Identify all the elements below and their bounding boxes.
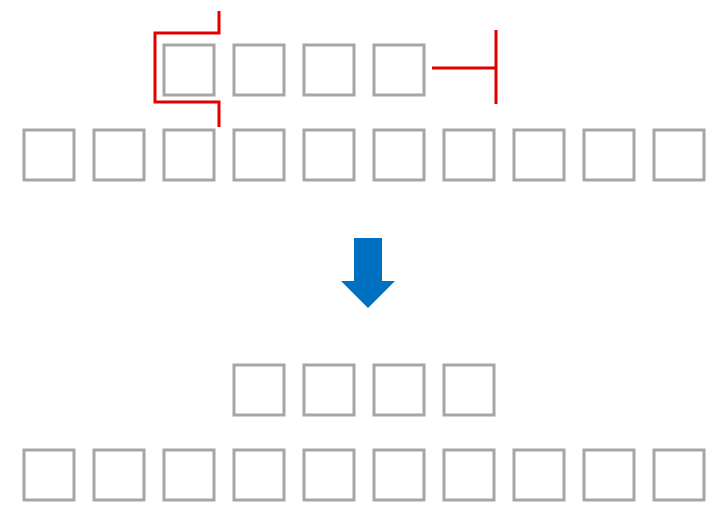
after-bottom-cell [372, 448, 426, 502]
after-top-cell [302, 363, 356, 417]
before-bottom-cell [652, 128, 706, 182]
after-bottom-cell [22, 448, 76, 502]
after-bottom-cell [512, 448, 566, 502]
after-bottom-cell [92, 448, 146, 502]
before-bottom-cell [302, 128, 356, 182]
before-bottom-cell [442, 128, 496, 182]
before-top-cell [372, 43, 426, 97]
before-bottom-cell [512, 128, 566, 182]
after-bottom-cell [302, 448, 356, 502]
before-bottom-cell [372, 128, 426, 182]
down-arrow-icon [341, 238, 395, 308]
left-bracket-path [153, 11, 221, 127]
before-bottom-cell [162, 128, 216, 182]
before-bottom-cell [232, 128, 286, 182]
before-bottom-row [22, 128, 706, 182]
before-bottom-cell [582, 128, 636, 182]
after-bottom-row [22, 448, 706, 502]
right-end-marker [432, 30, 498, 104]
after-top-cell [372, 363, 426, 417]
after-bottom-cell [232, 448, 286, 502]
before-bottom-cell [22, 128, 76, 182]
before-top-cell [302, 43, 356, 97]
after-top-cell [442, 363, 496, 417]
after-top-row [232, 363, 496, 417]
left-bracket-marker [153, 11, 221, 127]
after-bottom-cell [162, 448, 216, 502]
before-top-row [162, 43, 426, 97]
after-top-cell [232, 363, 286, 417]
after-bottom-cell [582, 448, 636, 502]
after-bottom-cell [442, 448, 496, 502]
after-bottom-cell [652, 448, 706, 502]
before-bottom-cell [92, 128, 146, 182]
before-top-cell [162, 43, 216, 97]
before-top-cell [232, 43, 286, 97]
